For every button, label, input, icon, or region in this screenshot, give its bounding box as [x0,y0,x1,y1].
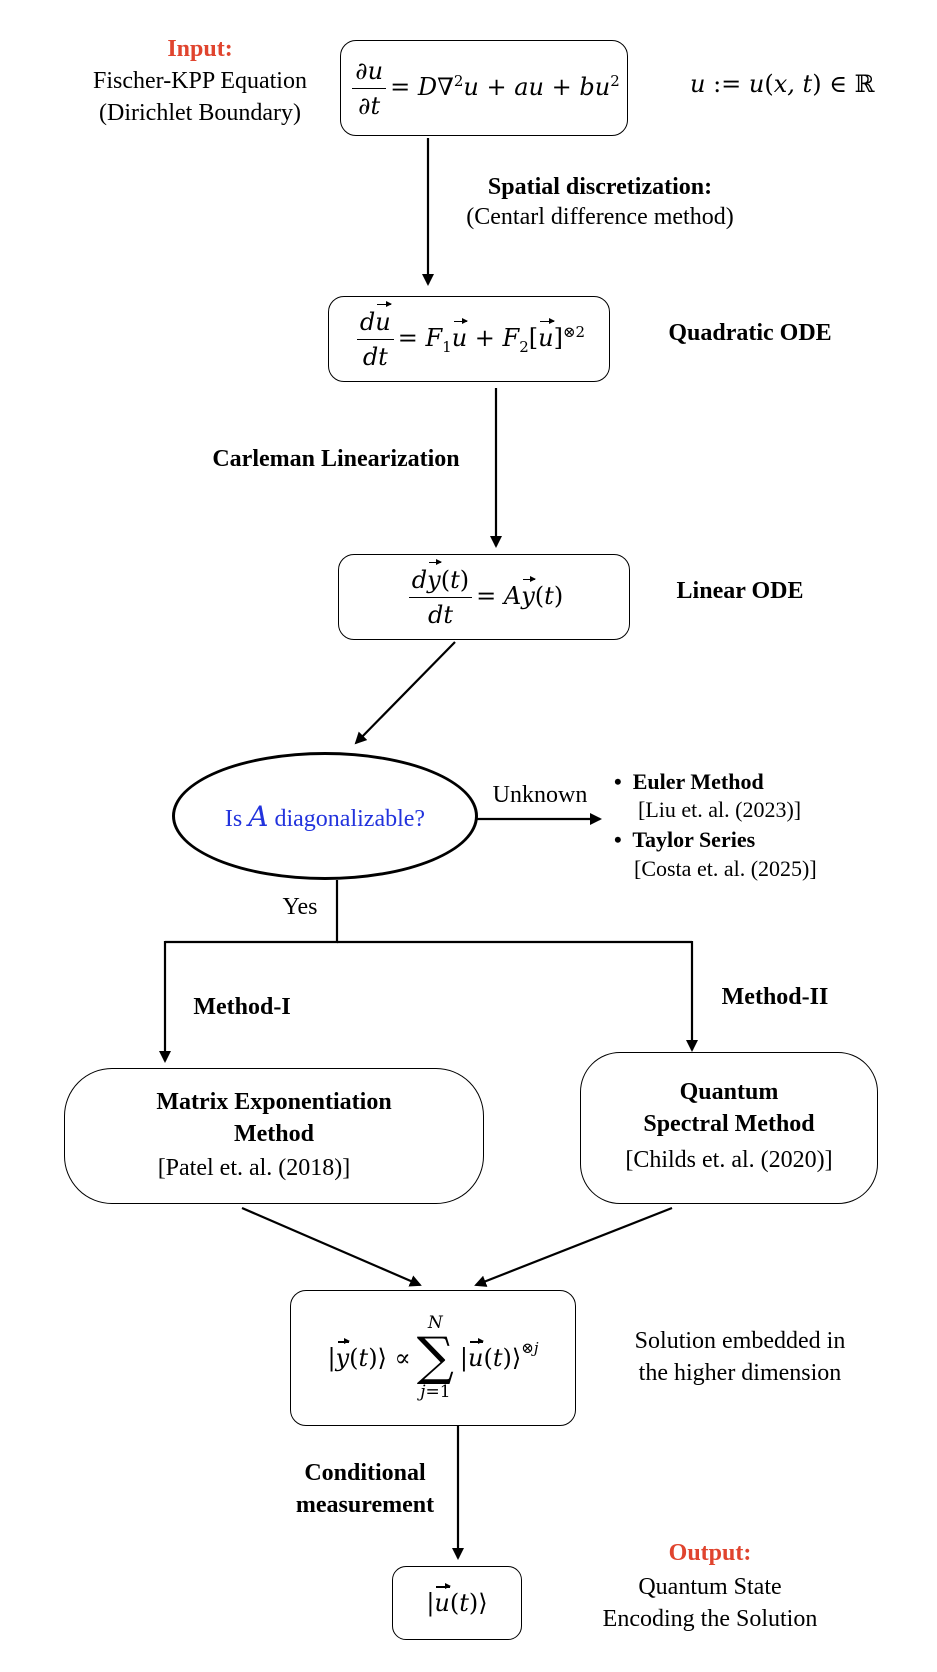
arrow-linear-to-decision [354,641,456,745]
alternative-taylor-ref: [Costa et. al. (2025)] [634,856,817,881]
decision-diagonalizable: Is A diagonalizable? [172,752,478,880]
yes-branch-label: Yes [282,894,318,920]
carleman-linearization-label: Carleman Linearization [212,446,460,472]
domain-statement: u := u(x, t) ∈ ℝ [690,70,875,98]
output-line1: Quantum State [638,1574,782,1600]
method1-title-line1: Matrix Exponentiation [156,1089,392,1115]
linear-ode-equation: dy(t)dt= Ay(t) [405,558,563,630]
alternative-taylor: • Taylor Series [614,827,756,852]
method1-label: Method-I [193,994,291,1020]
output-state-box: |u(t)⟩ [392,1566,522,1640]
input-equation-name: Fischer-KPP Equation [93,68,307,94]
linear-ode-box: dy(t)dt= Ay(t) [338,554,630,640]
quantum-spectral-box: Quantum Spectral Method [Childs et. al. … [580,1052,878,1204]
input-boundary: (Dirichlet Boundary) [99,100,301,126]
method2-title-line1: Quantum [679,1079,779,1105]
method2-label: Method-II [721,984,829,1010]
method2-reference: [Childs et. al. (2020)] [625,1147,833,1173]
embedding-box: |y(t)⟩ ∝ N ∑ j=1 |u(t)⟩⊗j [290,1290,576,1426]
method1-reference: [Patel et. al. (2018)] [157,1155,351,1181]
arrow-method1-to-embedding [241,1206,422,1287]
quadratic-ode-label: Quadratic ODE [668,320,832,346]
spatial-discretization-title: Spatial discretization: [487,174,713,200]
spatial-discretization-method: (Centarl difference method) [466,204,734,230]
embedding-note-line2: the higher dimension [638,1360,842,1386]
output-state-equation: |u(t)⟩ [426,1583,488,1617]
method1-title-line2: Method [234,1121,314,1147]
output-line2: Encoding the Solution [602,1606,818,1632]
input-title: Input: [167,36,233,62]
unknown-branch-label: Unknown [492,782,588,808]
pde-equation: ∂u∂t= D∇2u + au + bu2 [348,56,620,121]
conditional-measurement-line2: measurement [295,1492,435,1518]
output-title: Output: [668,1540,752,1566]
linear-ode-label: Linear ODE [676,578,804,604]
embedding-note-line1: Solution embedded in [634,1328,846,1354]
method2-title-line2: Spectral Method [643,1111,815,1137]
decision-question: Is A diagonalizable? [224,799,426,833]
conditional-measurement-line1: Conditional [304,1460,426,1486]
alternative-euler-ref: [Liu et. al. (2023)] [638,797,802,822]
arrow-method2-to-embedding [474,1206,673,1287]
pde-box: ∂u∂t= D∇2u + au + bu2 [340,40,628,136]
embedding-equation: |y(t)⟩ ∝ N ∑ j=1 |u(t)⟩⊗j [327,1313,539,1402]
alternative-euler: • Euler Method [614,769,764,794]
matrix-exponentiation-box: Matrix Exponentiation Method [Patel et. … [64,1068,484,1204]
